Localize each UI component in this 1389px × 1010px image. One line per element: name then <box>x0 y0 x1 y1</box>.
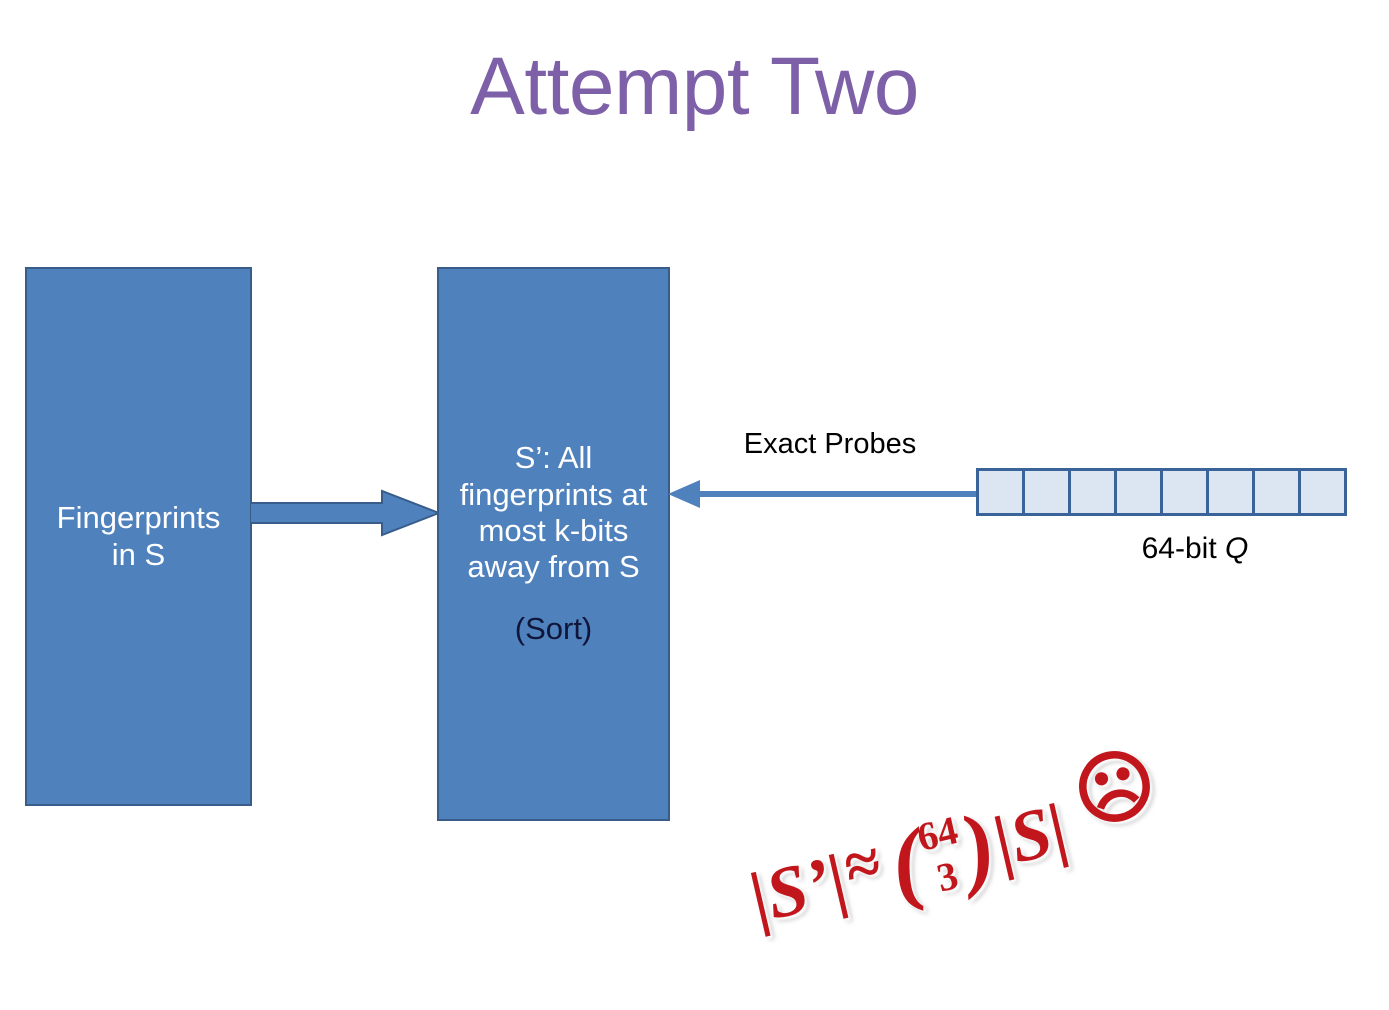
annotation-formula: |S’| ≈ ( 64 3 ) |S| ☹ <box>731 682 1354 983</box>
page-title: Attempt Two <box>470 41 919 132</box>
bit-cell <box>1301 471 1344 513</box>
formula-binomial-n: 64 <box>912 807 962 860</box>
formula-binomial-k: 3 <box>932 852 963 901</box>
bit-cell <box>1255 471 1301 513</box>
box-fingerprints-in-s: Fingerprints in S <box>25 267 252 806</box>
box-s-prime-label: S’: All fingerprints at most k-bits away… <box>459 440 648 585</box>
sad-face-icon: ☹ <box>1065 736 1165 840</box>
bit-cell <box>1163 471 1209 513</box>
bit-cell <box>1117 471 1163 513</box>
query-bit-strip <box>976 468 1347 516</box>
bit-cell <box>1209 471 1255 513</box>
bit-cell <box>1025 471 1071 513</box>
query-bit-strip-label: 64-bit Q <box>1030 532 1360 566</box>
formula-binomial: ( 64 3 ) <box>880 793 1006 916</box>
box-fingerprints-label: Fingerprints in S <box>56 500 221 572</box>
query-label-symbol: Q <box>1225 532 1249 565</box>
bit-cell <box>1071 471 1117 513</box>
probe-arrow-icon <box>668 480 978 508</box>
box-s-prime-sublabel: (Sort) <box>514 611 593 647</box>
box-s-prime: S’: All fingerprints at most k-bits away… <box>437 267 670 821</box>
bit-cell <box>979 471 1025 513</box>
formula-lhs: |S’| <box>743 838 855 939</box>
build-arrow-icon <box>250 489 440 537</box>
query-label-prefix: 64-bit <box>1141 532 1226 565</box>
probe-arrow-label: Exact Probes <box>743 428 917 460</box>
